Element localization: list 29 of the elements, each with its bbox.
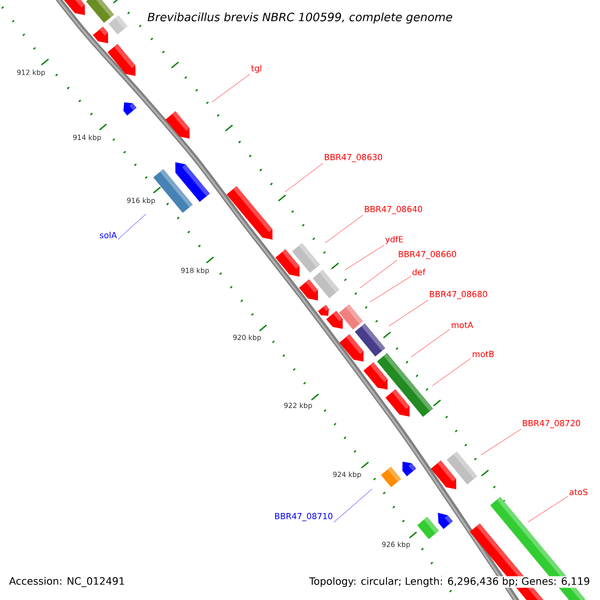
gene-label: BBR47_08680 (430, 290, 488, 300)
leader-line (432, 358, 472, 386)
gene-label: BBR47_08640 (364, 206, 422, 214)
leader-line (118, 214, 146, 240)
leader-line (334, 488, 372, 522)
gene-label: motA (452, 322, 474, 328)
gene-label: BBR47_08660 (398, 250, 456, 260)
leader-line (480, 428, 522, 456)
gene-label: solA (100, 232, 117, 238)
leader-line (370, 276, 412, 302)
title: Brevibacillus brevis NBRC 100599, complete genome (148, 12, 452, 24)
leader-line (324, 214, 364, 244)
leader-line (410, 328, 450, 358)
leader-line (360, 260, 398, 288)
leader-line (284, 162, 324, 192)
gene-label: tgl (251, 64, 262, 74)
gene-label: BBR47_08710 (275, 512, 332, 522)
leader-line (528, 496, 568, 522)
gene-label: motB (472, 350, 494, 358)
leader-line (388, 300, 428, 326)
gene-label: atoS (570, 488, 588, 496)
gene-label: ydfE (385, 236, 403, 244)
gene-label: BBR47_08630 (324, 154, 382, 162)
leader-line (212, 74, 250, 102)
accession-text: Accession: NC_012491 (9, 576, 124, 588)
leader-line (344, 244, 384, 270)
genome-info-text: Topology: circular; Length: 6,296,436 bp; Genes: 6,119 (308, 576, 591, 588)
gene-label: def (412, 268, 426, 276)
gene-label: BBR47_08720 (522, 420, 580, 428)
